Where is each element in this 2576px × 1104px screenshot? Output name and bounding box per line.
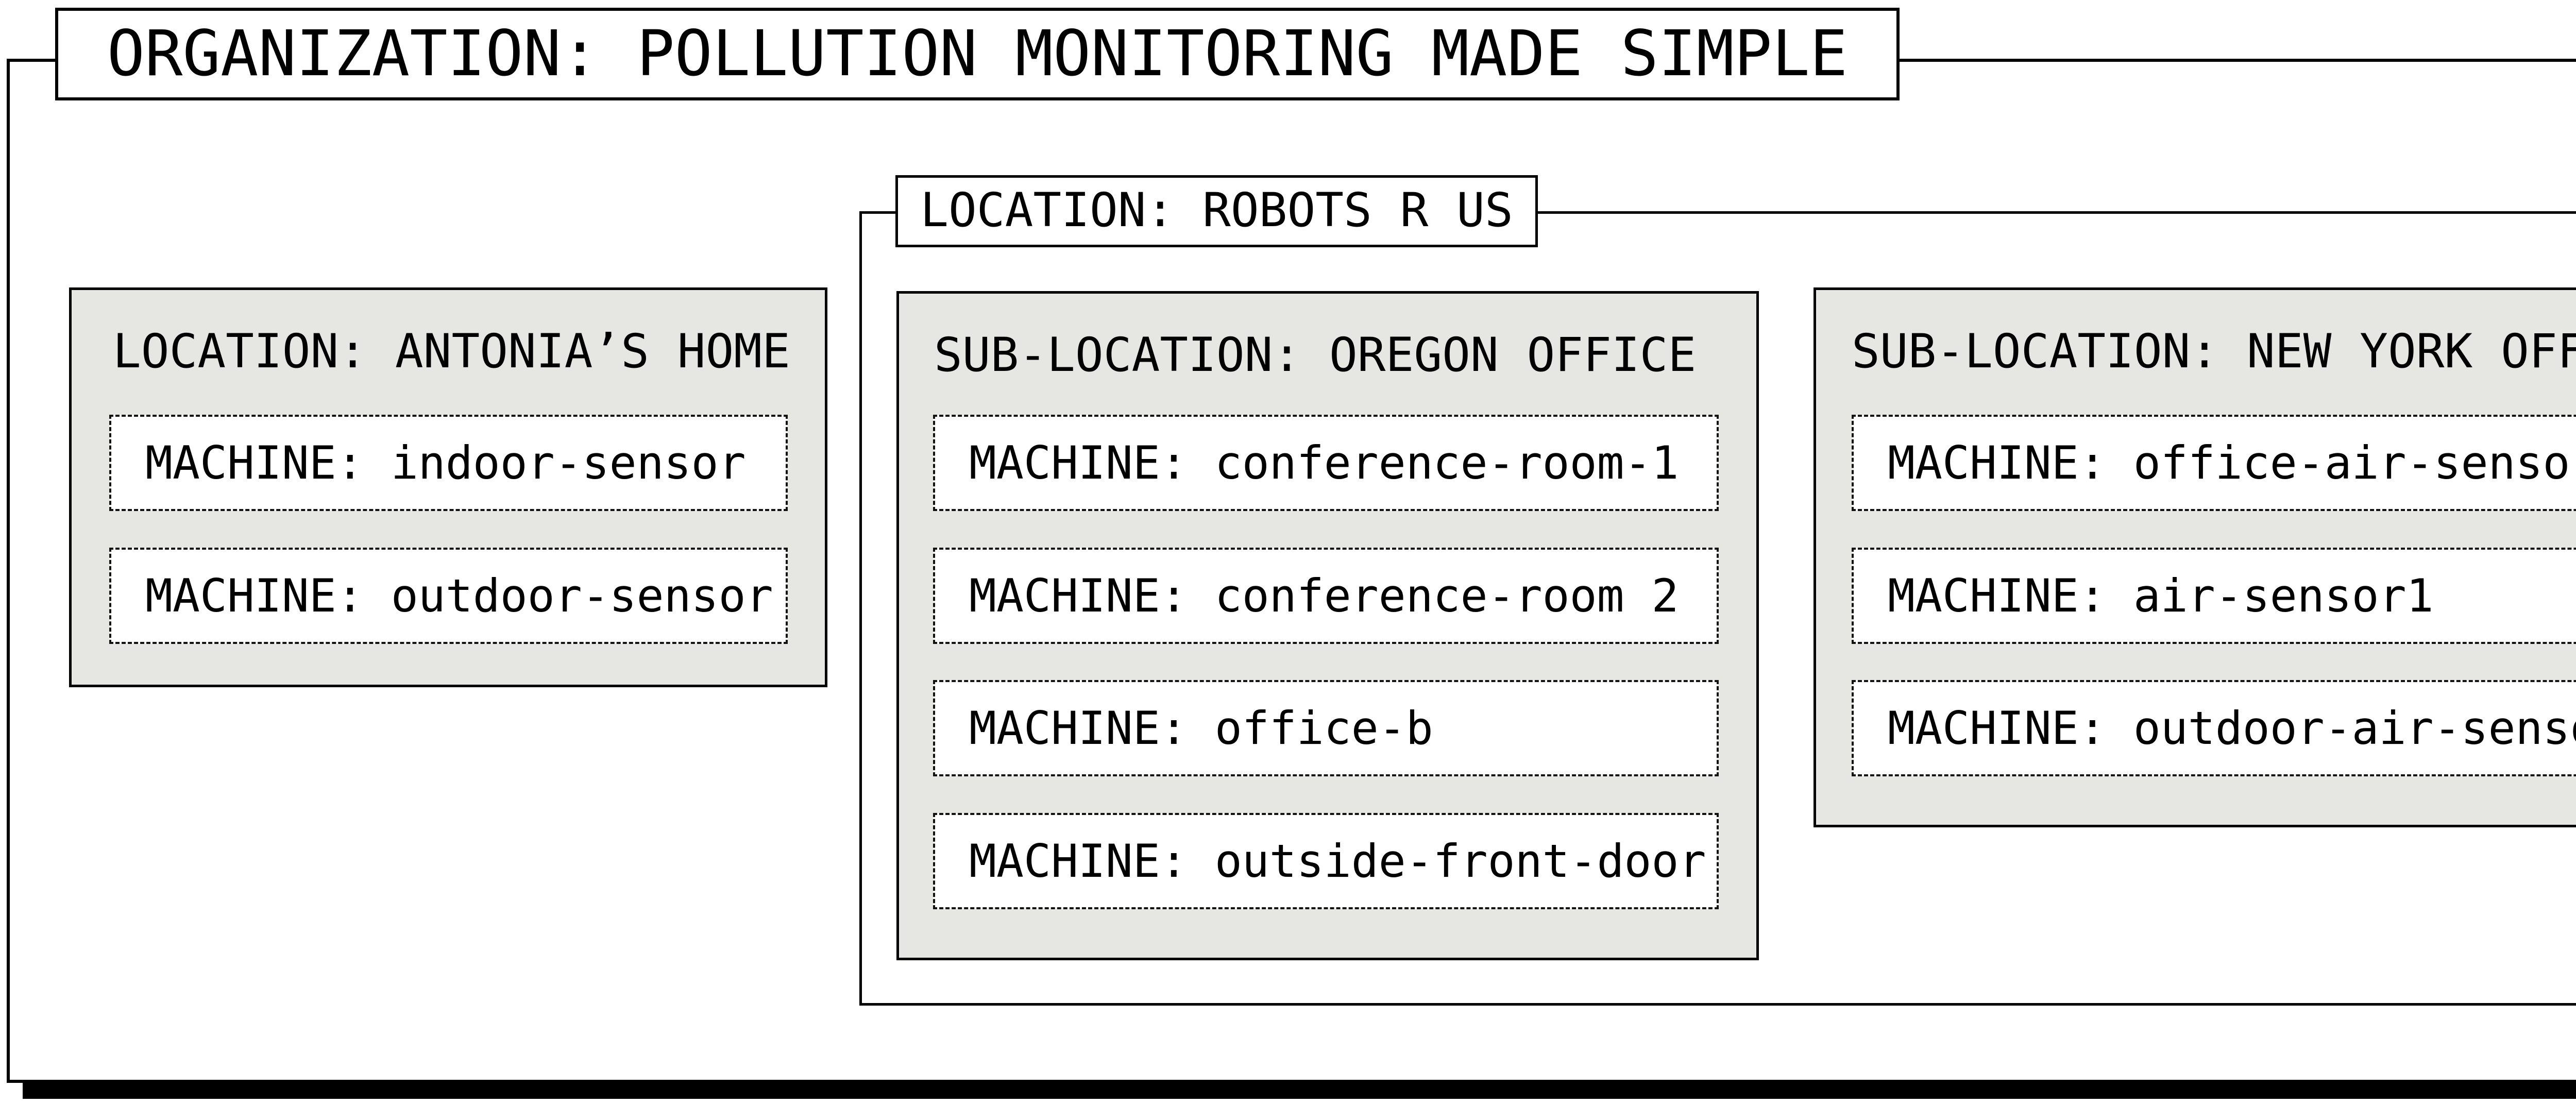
machine-box-indoor-sensor: MACHINE: indoor-sensor [109, 415, 788, 511]
machine-box-conference-room-2: MACHINE: conference-room 2 [933, 548, 1719, 644]
location-label-antonias-home: LOCATION: ANTONIA’S HOME [113, 325, 790, 379]
sublocation-box-new-york-office: SUB-LOCATION: NEW YORK OFFICE MACHINE: o… [1814, 287, 2576, 827]
machine-box-conference-room-1: MACHINE: conference-room-1 [933, 415, 1719, 511]
machine-box-outdoor-sensor: MACHINE: outdoor-sensor [109, 548, 788, 644]
machine-box-outside-front-door: MACHINE: outside-front-door [933, 813, 1719, 909]
location-label-robots-r-us: LOCATION: ROBOTS R US [895, 175, 1538, 247]
sublocation-label-new-york-office: SUB-LOCATION: NEW YORK OFFICE [1852, 325, 2576, 379]
sublocation-label-oregon-office: SUB-LOCATION: OREGON OFFICE [934, 328, 1697, 382]
machine-box-air-sensor1: MACHINE: air-sensor1 [1852, 548, 2576, 644]
machine-box-office-b: MACHINE: office-b [933, 680, 1719, 776]
machine-box-office-air-sensor: MACHINE: office-air-sensor [1852, 415, 2576, 511]
organization-title: ORGANIZATION: POLLUTION MONITORING MADE … [55, 8, 1900, 100]
machine-box-outdoor-air-sensor: MACHINE: outdoor-air-sensor [1852, 680, 2576, 776]
location-box-antonias-home: LOCATION: ANTONIA’S HOME MACHINE: indoor… [69, 287, 827, 687]
sublocation-box-oregon-office: SUB-LOCATION: OREGON OFFICE MACHINE: con… [896, 291, 1759, 960]
